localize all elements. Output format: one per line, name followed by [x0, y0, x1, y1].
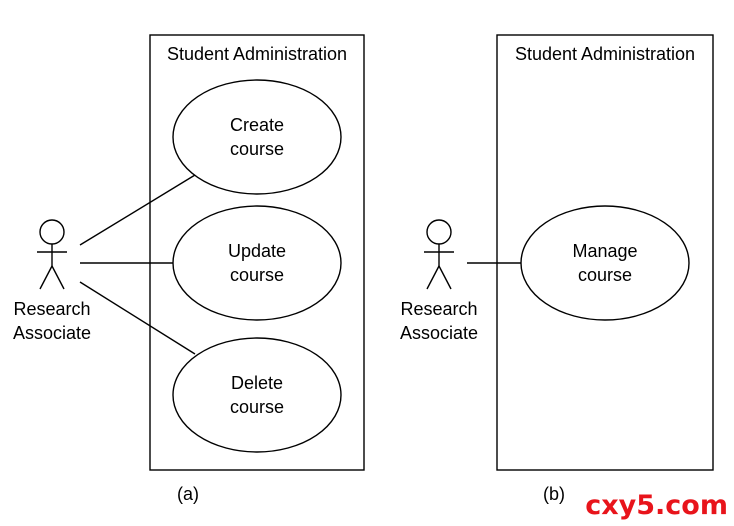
actor-a: Research Associate — [13, 219, 91, 343]
system-title-a: Student Administration — [167, 44, 347, 64]
system-boundary-b — [496, 34, 714, 471]
actor-label-a-line2: Associate — [13, 323, 91, 343]
actor-label-b-line1: Research — [400, 299, 477, 319]
actor-b: Research Associate — [400, 219, 478, 343]
actor-label-a-line1: Research — [13, 299, 90, 319]
svg-text:Manage: Manage — [572, 241, 637, 261]
watermark-text: cxy5.com — [585, 490, 728, 521]
svg-text:course: course — [230, 265, 284, 285]
caption-b: (b) — [543, 484, 565, 504]
association-create — [79, 174, 196, 246]
svg-text:course: course — [230, 397, 284, 417]
use-case-update: Update course — [172, 205, 342, 321]
system-title-b: Student Administration — [515, 44, 695, 64]
svg-text:Create: Create — [230, 115, 284, 135]
use-case-delete: Delete course — [172, 337, 342, 453]
caption-a: (a) — [177, 484, 199, 504]
svg-text:course: course — [578, 265, 632, 285]
actor-head-icon — [39, 219, 65, 245]
diagram-a: Student Administration Create course Upd… — [13, 34, 365, 504]
svg-text:Update: Update — [228, 241, 286, 261]
svg-text:course: course — [230, 139, 284, 159]
diagram-b: Student Administration Manage course Res… — [400, 34, 714, 504]
actor-label-b-line2: Associate — [400, 323, 478, 343]
association-delete — [79, 281, 196, 355]
use-case-create: Create course — [172, 79, 342, 195]
actor-head-icon — [426, 219, 452, 245]
use-case-manage: Manage course — [520, 205, 690, 321]
system-boundary-a — [149, 34, 365, 471]
svg-text:Delete: Delete — [231, 373, 283, 393]
